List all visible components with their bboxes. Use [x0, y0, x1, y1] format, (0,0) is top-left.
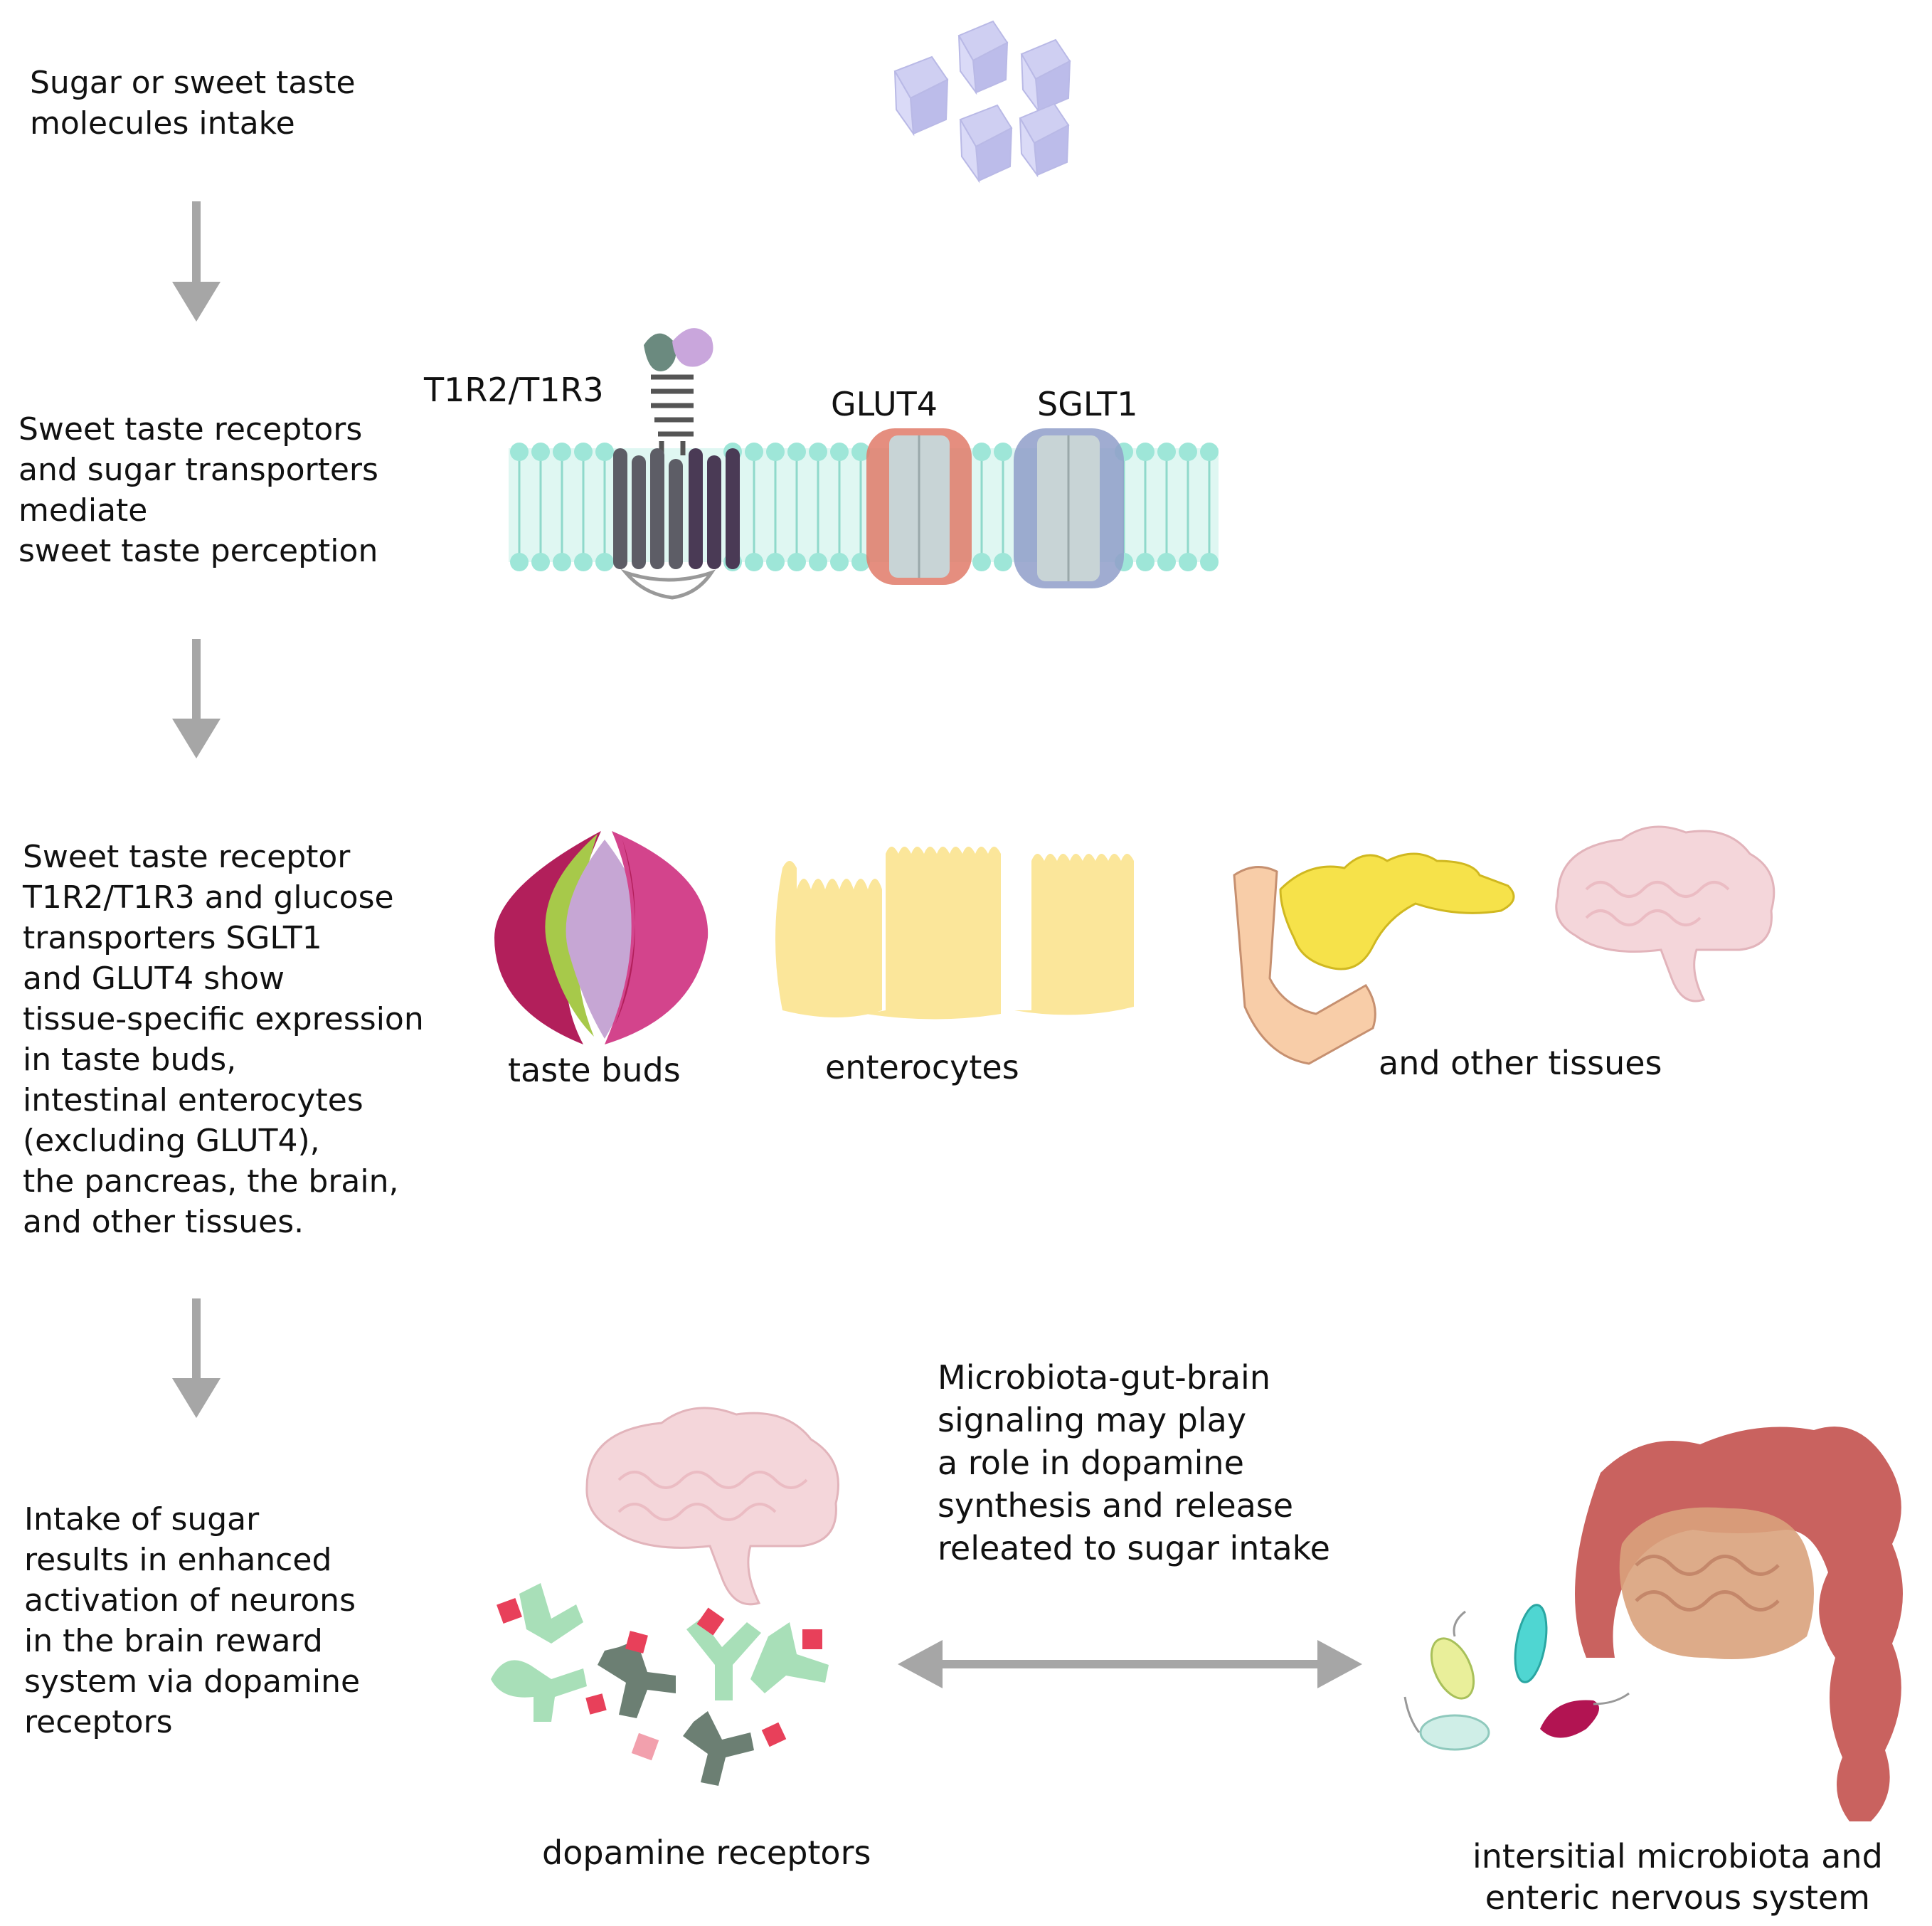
microbiota-illustration [1403, 1604, 1630, 1751]
colon-illustration [1575, 1427, 1903, 1821]
glut4-label: GLUT4 [831, 385, 938, 423]
enterocytes-illustration [775, 847, 1134, 1020]
sglt1-label: SGLT1 [1037, 385, 1138, 423]
t1r2-t1r3-label: T1R2/T1R3 [424, 371, 604, 409]
brain-illustration [1555, 825, 1776, 1002]
glut4-transporter [866, 428, 972, 585]
other-tissues-label: and other tissues [1379, 1044, 1662, 1082]
t1r2-t1r3-receptor [613, 328, 740, 600]
pancreas-illustration [1233, 852, 1515, 1065]
step-1-text: Sugar or sweet taste molecules intake [30, 65, 356, 142]
step-2-text: Sweet taste receptors and sugar transpor… [18, 411, 378, 569]
dopamine-receptor-cluster [491, 1583, 829, 1786]
dopamine-receptors-label: dopamine receptors [542, 1834, 871, 1872]
bidirectional-arrow [898, 1640, 1362, 1688]
flow-arrow-3 [172, 1298, 221, 1418]
microbiota-enteric-label: intersitial microbiota and enteric nervo… [1472, 1837, 1883, 1917]
taste-bud-illustration [494, 831, 708, 1044]
sugar-cubes [893, 20, 1071, 184]
taste-buds-label: taste buds [508, 1051, 681, 1089]
flow-arrow-1 [172, 201, 221, 322]
step-4-text: Intake of sugar results in enhanced acti… [24, 1501, 361, 1740]
enterocytes-label: enterocytes [825, 1048, 1019, 1086]
reward-brain-illustration [585, 1407, 839, 1606]
microbiota-note: Microbiota-gut-brain signaling may play … [938, 1358, 1330, 1567]
sglt1-transporter [1014, 428, 1124, 588]
step-3-text: Sweet taste receptor T1R2/T1R3 and gluco… [23, 839, 424, 1240]
flow-arrow-2 [172, 639, 221, 758]
